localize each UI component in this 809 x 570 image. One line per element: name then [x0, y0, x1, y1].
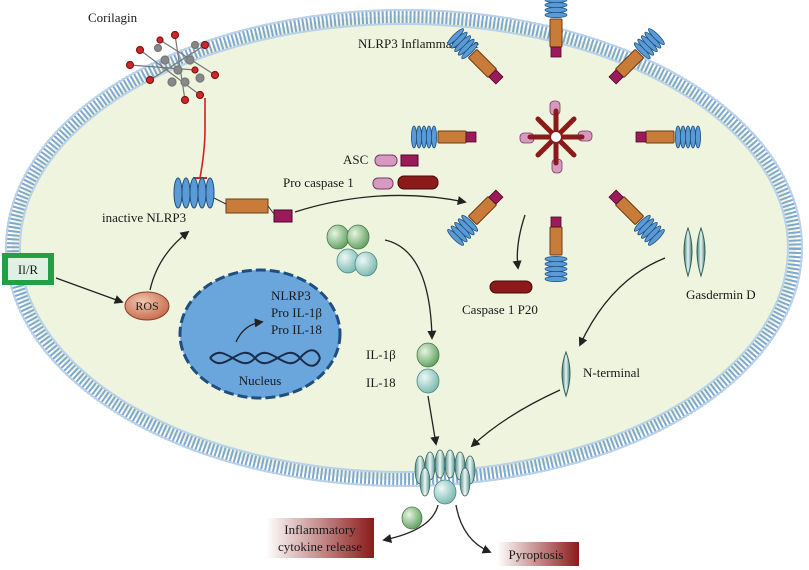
inactive-nlrp3-label: inactive NLRP3 — [102, 210, 186, 225]
il-processing-arrow — [384, 239, 437, 340]
n-terminal-shape — [561, 350, 571, 398]
il-release-arrow — [427, 395, 440, 446]
il18-label: IL-18 — [366, 375, 396, 390]
released-il-shape — [401, 506, 423, 530]
ir-arrow — [55, 277, 124, 304]
inactive-nlrp3 — [173, 177, 293, 223]
pyroptosis-arrow — [455, 504, 492, 554]
nucleus — [178, 268, 342, 400]
asc-pyd — [374, 154, 398, 167]
cytokine-release-arrow — [382, 504, 439, 543]
corilagin-molecule-icon — [125, 30, 220, 105]
cell-membrane — [5, 9, 803, 487]
cleavage-arrow — [512, 214, 526, 270]
pyroptosis-box: Pyroptosis — [497, 542, 579, 566]
ros-arrow — [149, 230, 190, 291]
inhibition-line — [199, 98, 206, 179]
corilagin-label: Corilagin — [88, 10, 138, 25]
pro-caspase-card — [372, 177, 394, 190]
nucleus-label: Nucleus — [239, 373, 282, 388]
gasdermin-pore-icon — [414, 449, 476, 505]
svg-text:Inflammatory: Inflammatory — [284, 522, 356, 537]
asc-label: ASC — [343, 152, 368, 167]
pro-caspase-label: Pro caspase 1 — [283, 175, 354, 190]
pro-caspase-body — [397, 175, 439, 190]
svg-text:cytokine release: cytokine release — [278, 539, 362, 554]
asc-card — [400, 154, 419, 167]
nlrp3-inflammasome — [410, 0, 702, 283]
inflammatory-release-box: Inflammatory cytokine release — [266, 518, 374, 558]
gasdermin-d — [683, 226, 706, 278]
assembly-arrow — [294, 194, 467, 213]
il1b-shape — [416, 342, 440, 368]
ros-label: ROS — [135, 299, 158, 313]
nucleus-pro-il1b: Pro IL-1β — [271, 305, 322, 320]
gasdermin-label: Gasdermin D — [686, 287, 756, 302]
svg-text:Il/R: Il/R — [18, 262, 39, 277]
pro-il-cluster — [326, 224, 378, 277]
n-terminal-label: N-terminal — [583, 365, 640, 380]
n-terminal-arrow — [470, 389, 561, 448]
il1b-label: IL-1β — [366, 347, 396, 362]
gasdermin-cleavage-arrow — [578, 257, 666, 347]
nucleus-pro-il18: Pro IL-18 — [271, 322, 322, 337]
ir-badge: Il/R — [2, 253, 54, 285]
svg-text:Pyroptosis: Pyroptosis — [509, 547, 564, 562]
caspase-p20-label: Caspase 1 P20 — [462, 302, 538, 317]
nucleus-nlrp3: NLRP3 — [271, 288, 311, 303]
caspase-p20-shape — [489, 280, 533, 294]
ros-node — [124, 291, 170, 321]
il18-shape — [416, 368, 440, 394]
